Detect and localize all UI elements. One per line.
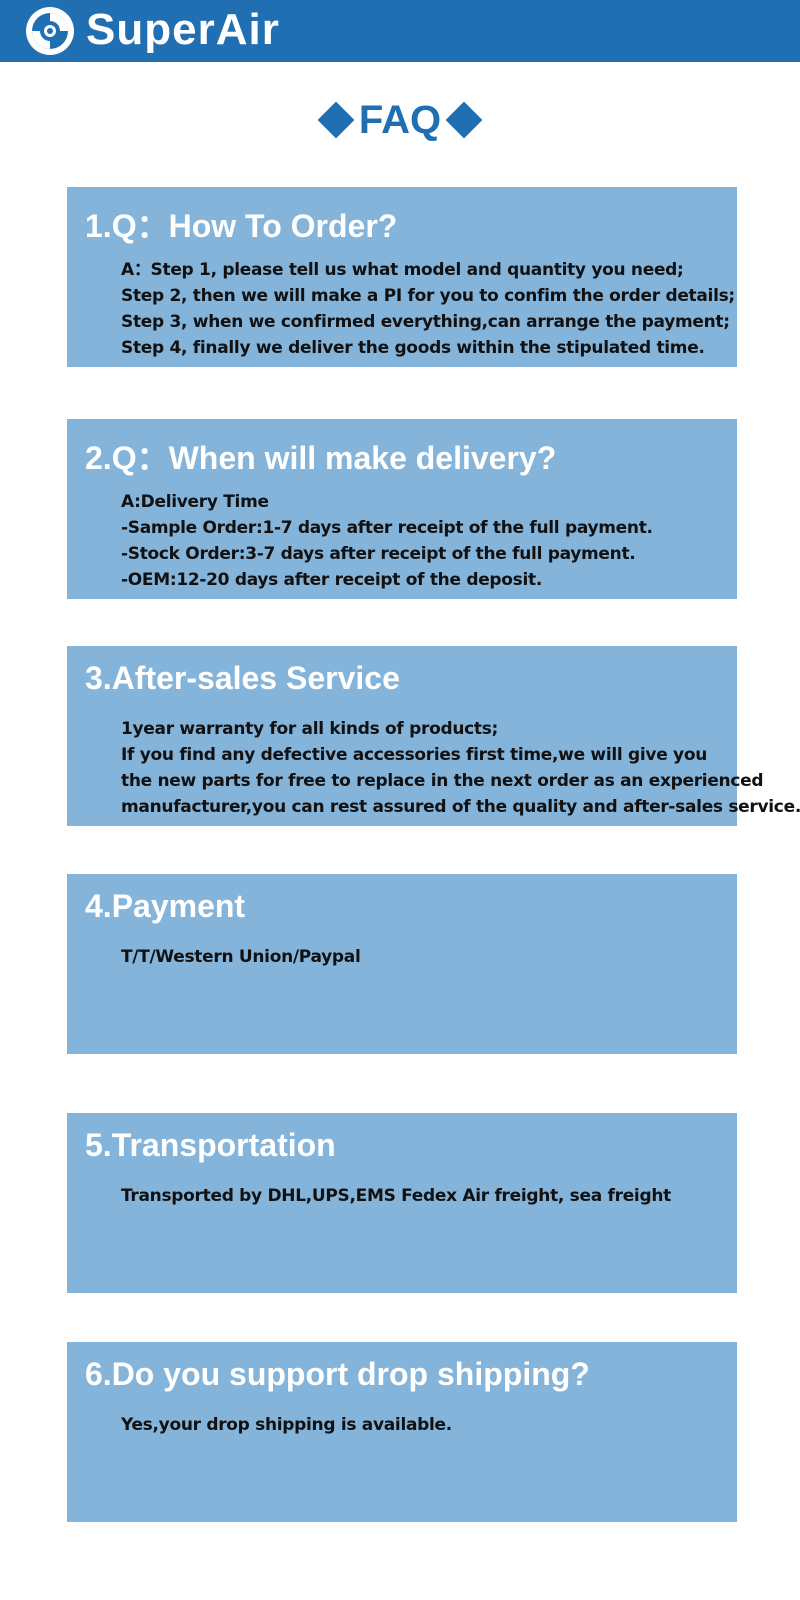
faq-card-delivery: 2.Q：When will make delivery? A:Delivery … <box>67 419 737 599</box>
card-body: Transported by DHL,UPS,EMS Fedex Air fre… <box>121 1183 741 1209</box>
card-line: Step 2, then we will make a PI for you t… <box>121 286 735 306</box>
card-title: 4.Payment <box>85 888 246 924</box>
faq-heading-text: FAQ <box>358 97 442 142</box>
fan-logo-icon <box>26 7 74 55</box>
card-line: T/T/Western Union/Paypal <box>121 947 361 967</box>
card-line: Yes,your drop shipping is available. <box>121 1415 452 1435</box>
card-line: A：Step 1, please tell us what model and … <box>121 260 684 280</box>
brand-name: SuperAir <box>86 5 280 54</box>
card-line: Step 3, when we confirmed everything,can… <box>121 312 730 332</box>
faq-card-order: 1.Q：How To Order? A：Step 1, please tell … <box>67 187 737 367</box>
card-line: Step 4, finally we deliver the goods wit… <box>121 338 705 358</box>
card-body: Yes,your drop shipping is available. <box>121 1412 741 1438</box>
card-body: 1year warranty for all kinds of products… <box>121 716 800 820</box>
faq-card-payment: 4.Payment T/T/Western Union/Paypal <box>67 874 737 1054</box>
card-title: 6.Do you support drop shipping? <box>85 1356 590 1392</box>
card-title: 3.After-sales Service <box>85 660 400 696</box>
brand-header: SuperAir <box>0 0 800 62</box>
card-body: T/T/Western Union/Paypal <box>121 944 741 970</box>
faq-card-drop-shipping: 6.Do you support drop shipping? Yes,your… <box>67 1342 737 1522</box>
card-line: 1year warranty for all kinds of products… <box>121 719 499 739</box>
card-title: 5.Transportation <box>85 1127 336 1163</box>
card-line: A:Delivery Time <box>121 492 269 512</box>
card-line: If you find any defective accessories fi… <box>121 745 708 765</box>
diamond-left-icon <box>317 101 355 139</box>
card-body: A:Delivery Time -Sample Order:1-7 days a… <box>121 489 741 593</box>
card-line: -Stock Order:3-7 days after receipt of t… <box>121 544 636 564</box>
card-line: -OEM:12-20 days after receipt of the dep… <box>121 570 542 590</box>
card-line: -Sample Order:1-7 days after receipt of … <box>121 518 653 538</box>
card-title: 1.Q：How To Order? <box>85 208 398 244</box>
card-line: manufacturer,you can rest assured of the… <box>121 797 800 817</box>
card-line: Transported by DHL,UPS,EMS Fedex Air fre… <box>121 1186 671 1206</box>
diamond-right-icon <box>445 101 483 139</box>
faq-heading: FAQ <box>0 92 800 148</box>
faq-card-after-sales: 3.After-sales Service 1year warranty for… <box>67 646 800 826</box>
card-line: the new parts for free to replace in the… <box>121 771 764 791</box>
faq-card-transportation: 5.Transportation Transported by DHL,UPS,… <box>67 1113 737 1293</box>
card-body: A：Step 1, please tell us what model and … <box>121 257 741 361</box>
card-title: 2.Q：When will make delivery? <box>85 440 557 476</box>
